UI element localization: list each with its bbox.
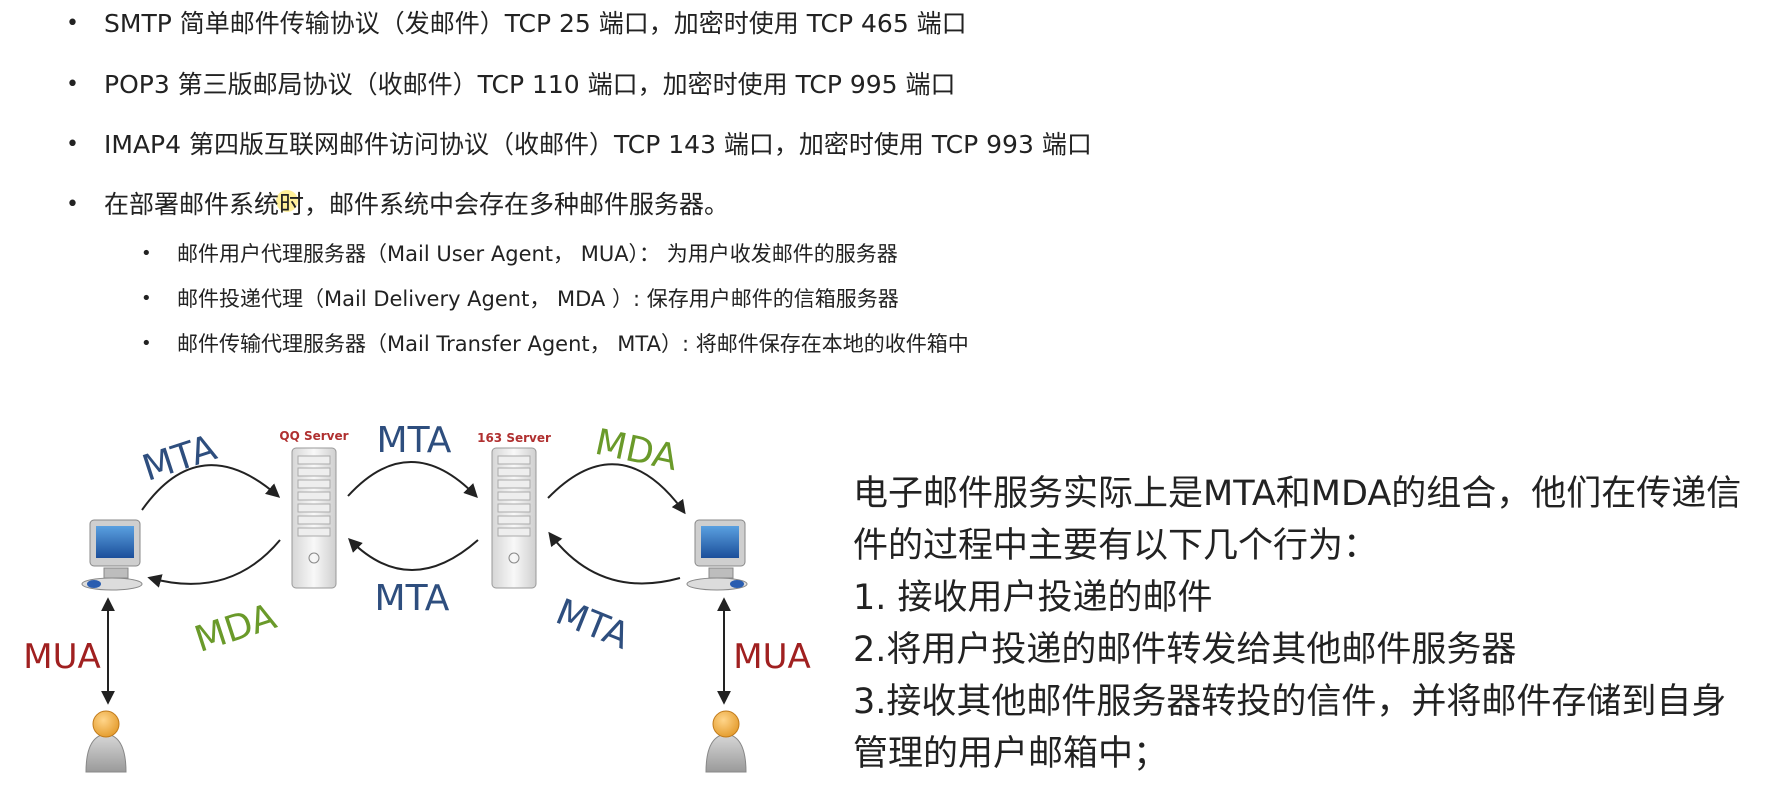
arrow-qq-to-client: [147, 539, 281, 588]
server-icon-163: [491, 447, 537, 589]
label-mua-right: MUA: [733, 637, 810, 677]
cursor-highlight: [276, 190, 298, 212]
arrow-client-to-163: [548, 531, 681, 585]
user-icon-right: [705, 710, 747, 773]
description-line: 管理的用户邮箱中；: [853, 734, 1169, 774]
server-icon-qq: [291, 447, 337, 589]
user-icon-left: [85, 710, 127, 773]
server-label-163: 163 Server: [477, 431, 551, 445]
label-mta-bottom-right: MTA: [550, 592, 635, 658]
computer-icon-right: [686, 519, 748, 591]
label-mua-left: MUA: [23, 637, 100, 677]
label-mda-top-right: MDA: [592, 422, 682, 479]
description-line: 3.接收其他邮件服务器转投的信件，并将邮件存储到自身: [853, 682, 1727, 722]
arrow-163-to-qq: [348, 538, 479, 571]
arrow-qq-to-163: [347, 461, 478, 499]
arrow-client-to-qq: [141, 464, 281, 511]
label-mta-bottom-mid: MTA: [375, 578, 450, 619]
label-mda-bottom-left: MDA: [190, 596, 282, 661]
description-line: 电子邮件服务实际上是MTA和MDA的组合，他们在传递信: [853, 474, 1742, 514]
arrow-163-to-client: [547, 463, 686, 515]
mail-flow-diagram: QQ Server 163 Server MTA MTA MDA MDA MTA…: [23, 420, 811, 773]
label-mta-top-mid: MTA: [377, 420, 452, 461]
computer-icon-left: [81, 519, 143, 591]
description-line: 件的过程中主要有以下几个行为：: [853, 526, 1379, 566]
mail-service-description: 电子邮件服务实际上是MTA和MDA的组合，他们在传递信 件的过程中主要有以下几个…: [853, 468, 1763, 780]
description-line: 2.将用户投递的邮件转发给其他邮件服务器: [853, 630, 1517, 670]
description-line: 1. 接收用户投递的邮件: [853, 578, 1213, 618]
server-label-qq: QQ Server: [279, 429, 348, 443]
label-mta-top-left: MTA: [138, 427, 222, 489]
